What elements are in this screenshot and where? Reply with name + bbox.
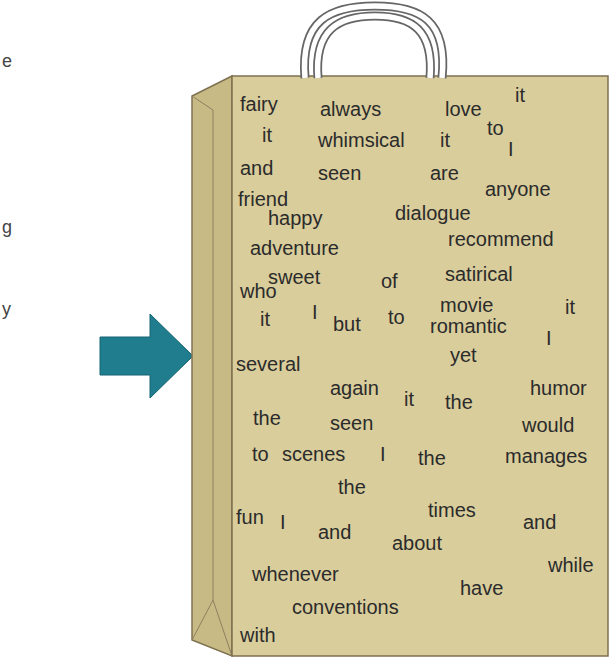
bag-word: about	[392, 533, 442, 553]
bag-front	[232, 76, 608, 656]
bag-word: I	[380, 444, 386, 464]
bag-word: anyone	[485, 179, 551, 199]
bag-word: again	[330, 378, 379, 398]
bag-word: to	[487, 118, 504, 138]
bag-word: and	[240, 158, 273, 178]
bag-word: sweet	[268, 267, 320, 287]
bag-word: conventions	[292, 597, 399, 617]
bag-word: love	[445, 99, 482, 119]
bag-handles	[304, 6, 442, 78]
bag-word: to	[388, 307, 405, 327]
bag-word: fun	[236, 507, 264, 527]
bag-word: it	[440, 130, 450, 150]
bag-word: always	[320, 99, 381, 119]
word-bag: fairyalwayslovetoititwhimsicalitIandseen…	[232, 76, 608, 656]
bag-word: I	[280, 512, 286, 532]
arrow-shape	[100, 314, 193, 398]
bag-word: and	[318, 522, 351, 542]
bag-word: it	[262, 125, 272, 145]
bag-word: recommend	[448, 229, 554, 249]
cropped-text: e	[2, 52, 12, 70]
bag-word: dialogue	[395, 203, 471, 223]
bag-word: romantic	[430, 316, 507, 336]
bag-word: and	[523, 512, 556, 532]
bag-word: several	[236, 354, 300, 374]
bag-word: seen	[318, 163, 361, 183]
bag-word: the	[418, 448, 446, 468]
bag-word: the	[253, 408, 281, 428]
bag-word: happy	[268, 208, 323, 228]
bag-word: yet	[450, 345, 477, 365]
bag-word: I	[546, 328, 552, 348]
bag-fold	[192, 96, 213, 640]
bag-word: whenever	[252, 564, 339, 584]
bag-word: humor	[530, 378, 587, 398]
bag-word: friend	[238, 189, 288, 209]
bag-word: scenes	[282, 444, 345, 464]
bag-word: I	[508, 139, 514, 159]
bag-word: would	[522, 415, 574, 435]
bag-word: it	[404, 389, 414, 409]
bag-word: it	[515, 85, 525, 105]
bag-word: whimsical	[318, 130, 405, 150]
bag-word: fairy	[240, 94, 278, 114]
bag-word: it	[260, 309, 270, 329]
bag-word: I	[312, 302, 318, 322]
bag-word: while	[548, 555, 594, 575]
bag-word: the	[338, 477, 366, 497]
bag-word: are	[430, 163, 459, 183]
bag-word: seen	[330, 413, 373, 433]
bag-word: times	[428, 500, 476, 520]
bag-fold	[213, 600, 232, 656]
bag-word: but	[333, 314, 361, 334]
bag-word: manages	[505, 446, 587, 466]
cropped-text: y	[2, 300, 11, 318]
bag-word: adventure	[250, 238, 339, 258]
bag-side	[192, 76, 232, 656]
bag-word: it	[565, 297, 575, 317]
bag-word: to	[252, 444, 269, 464]
bag-word: have	[460, 578, 503, 598]
bag-word: with	[240, 625, 276, 645]
bag-word: of	[381, 271, 398, 291]
cropped-text: g	[2, 218, 12, 236]
bag-word: the	[445, 392, 473, 412]
bag-word: movie	[440, 295, 493, 315]
bag-word: satirical	[445, 264, 513, 284]
